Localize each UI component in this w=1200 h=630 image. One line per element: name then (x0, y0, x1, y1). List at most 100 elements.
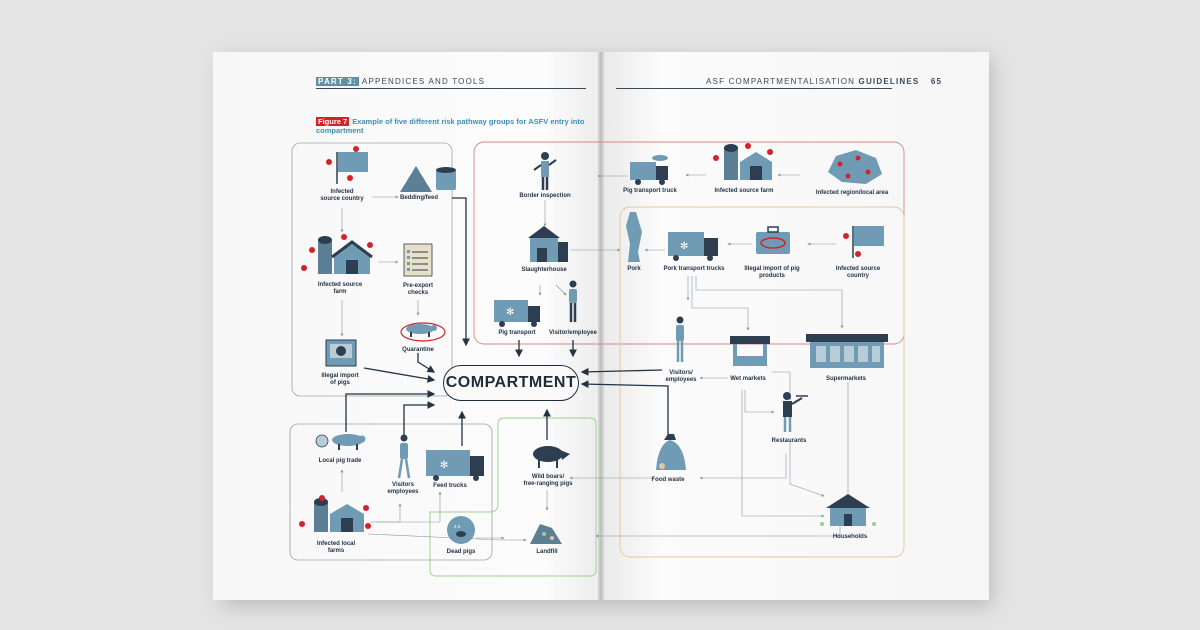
book-gutter (598, 52, 604, 600)
svg-text:Pig transport: Pig transport (498, 330, 535, 336)
pork-truck-icon: ✻ (668, 232, 718, 261)
label-wild-boars-2: free-ranging pigs (523, 481, 573, 487)
label-infected-source-farm-right: Infected source farm (714, 188, 773, 194)
svg-text:Visitors/employees: Visitors/employees (665, 370, 697, 383)
market-stall-icon (730, 336, 770, 366)
label-infected-local-farms-2: farms (328, 548, 345, 554)
label-quarantine: Quarantine (402, 347, 434, 353)
guide-title-strong: GUIDELINES (858, 77, 920, 86)
right-page (601, 52, 989, 600)
label-dead-pigs: Dead pigs (447, 549, 476, 555)
page-number: 65 (930, 77, 943, 86)
figure-caption-text: Example of five different risk pathway g… (316, 117, 585, 135)
header-rule-left (316, 88, 586, 89)
flag-right-icon (843, 226, 884, 258)
local-barn-icon (299, 495, 371, 532)
svg-text:Wild boars/free-ranging pigs: Wild boars/free-ranging pigs (523, 474, 573, 487)
svg-text:Local pig trade: Local pig trade (319, 458, 362, 464)
label-infected-source-farm-2: farm (333, 289, 346, 295)
label-visitor-employee: Visitor/employee (549, 330, 598, 336)
group-boundary-pork (619, 206, 905, 558)
label-illegal-import-1: Illegal import (321, 373, 358, 379)
flag-icon (326, 146, 368, 184)
hay-feed-icon (400, 166, 456, 192)
running-header-left: PART 3: APPENDICES AND TOOLS (316, 77, 485, 86)
label-wild-boars-1: Wild boars/ (532, 474, 565, 480)
visitor-left-icon (397, 434, 411, 479)
label-pig-transport-truck: Pig transport truck (623, 188, 677, 194)
label-visitors-left-2: employees (387, 489, 419, 495)
barn-right-icon (713, 143, 773, 180)
house-icon (820, 494, 876, 526)
svg-text:Wet markets: Wet markets (730, 376, 766, 382)
svg-text:Bedding/feed: Bedding/feed (400, 195, 438, 201)
label-feed-trucks: Feed trucks (433, 483, 467, 489)
label-infected-source-country-right-2: country (847, 273, 870, 279)
checklist-icon (403, 243, 433, 277)
svg-text:x x: x x (454, 524, 461, 530)
figure-tag: Figure 7 (316, 117, 350, 126)
svg-text:Slaughterhouse: Slaughterhouse (521, 267, 567, 273)
label-restaurants: Restaurants (772, 438, 807, 444)
wild-boar-icon (533, 446, 570, 468)
svg-text:Infected source farm: Infected source farm (714, 188, 773, 194)
part-label: PART 3: (316, 77, 359, 86)
svg-text:Pig transport truck: Pig transport truck (623, 188, 677, 194)
illegal-import-box-icon (325, 339, 357, 367)
label-infected-source-country-1: Infected (330, 189, 353, 195)
label-infected-source-country-2: source country (320, 196, 364, 202)
label-infected-local-farms-1: Infected local (317, 541, 356, 547)
region-map-icon (828, 150, 882, 184)
label-slaughterhouse: Slaughterhouse (521, 267, 567, 273)
pig-transport-truck-icon: ✻ (494, 300, 540, 327)
svg-text:Pork: Pork (627, 266, 641, 272)
svg-text:Visitor/employee: Visitor/employee (549, 330, 598, 336)
svg-text:Dead pigs: Dead pigs (447, 549, 476, 555)
label-food-waste: Food waste (651, 477, 685, 483)
waiter-icon (783, 392, 808, 432)
svg-text:Infected region/local area: Infected region/local area (816, 190, 889, 196)
label-pig-transport: Pig transport (498, 330, 535, 336)
visitor-icon (569, 280, 577, 322)
group-boundary-wild (429, 417, 597, 577)
label-pre-export-1: Pre-export (403, 283, 433, 289)
svg-text:Food waste: Food waste (651, 477, 685, 483)
svg-text:Border inspection: Border inspection (519, 193, 571, 199)
supermarket-icon (806, 334, 888, 368)
barn-icon (301, 234, 373, 274)
label-infected-source-farm-1: Infected source (318, 282, 363, 288)
visitor-right-icon (676, 316, 684, 362)
pork-carcass-icon (626, 212, 642, 262)
svg-text:Supermarkets: Supermarkets (826, 376, 867, 382)
label-infected-source-country-right-1: Infected source (836, 266, 881, 272)
compartment-node: COMPARTMENT (443, 365, 579, 401)
header-rule-right (616, 88, 892, 89)
slaughterhouse-icon (528, 226, 568, 262)
label-bedding-feed: Bedding/feed (400, 195, 438, 201)
svg-text:Restaurants: Restaurants (772, 438, 807, 444)
svg-text:✻: ✻ (440, 460, 448, 471)
svg-text:✻: ✻ (506, 307, 514, 318)
label-illegal-import-pig-products-2: products (759, 273, 785, 279)
guide-title: ASF COMPARTMENTALISATION (706, 77, 859, 86)
label-pre-export-2: checks (408, 290, 429, 296)
label-visitors-right-2: employees (665, 377, 697, 383)
label-wet-markets: Wet markets (730, 376, 766, 382)
label-border-inspection: Border inspection (519, 193, 571, 199)
group-boundary-local (289, 423, 493, 561)
quarantine-pig-icon (400, 322, 446, 342)
inspector-icon (533, 152, 557, 190)
part-title: APPENDICES AND TOOLS (358, 77, 486, 86)
svg-text:Quarantine: Quarantine (402, 347, 434, 353)
